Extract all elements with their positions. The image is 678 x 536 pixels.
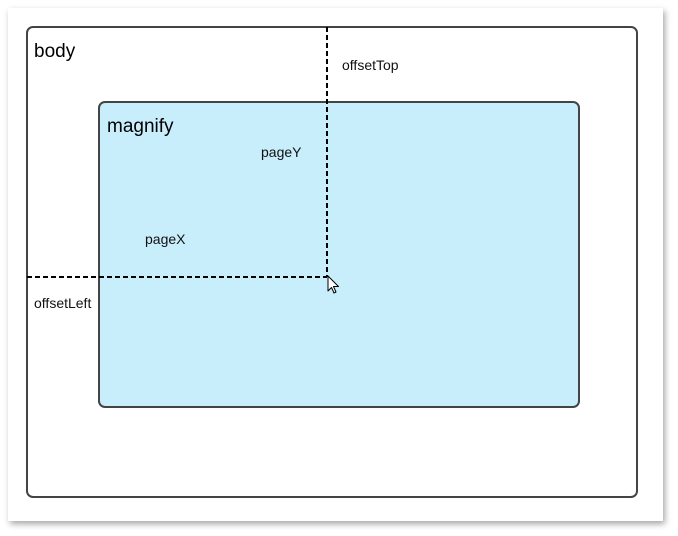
page-y-label: pageY bbox=[261, 144, 302, 160]
body-box-label: body bbox=[34, 41, 76, 62]
mouse-cursor-icon bbox=[327, 275, 339, 294]
page-x-label: pageX bbox=[145, 231, 186, 247]
magnify-box bbox=[98, 101, 580, 408]
offset-left-label: offsetLeft bbox=[34, 295, 92, 311]
offset-top-label: offsetTop bbox=[342, 57, 399, 73]
magnify-box-label: magnify bbox=[107, 116, 174, 137]
